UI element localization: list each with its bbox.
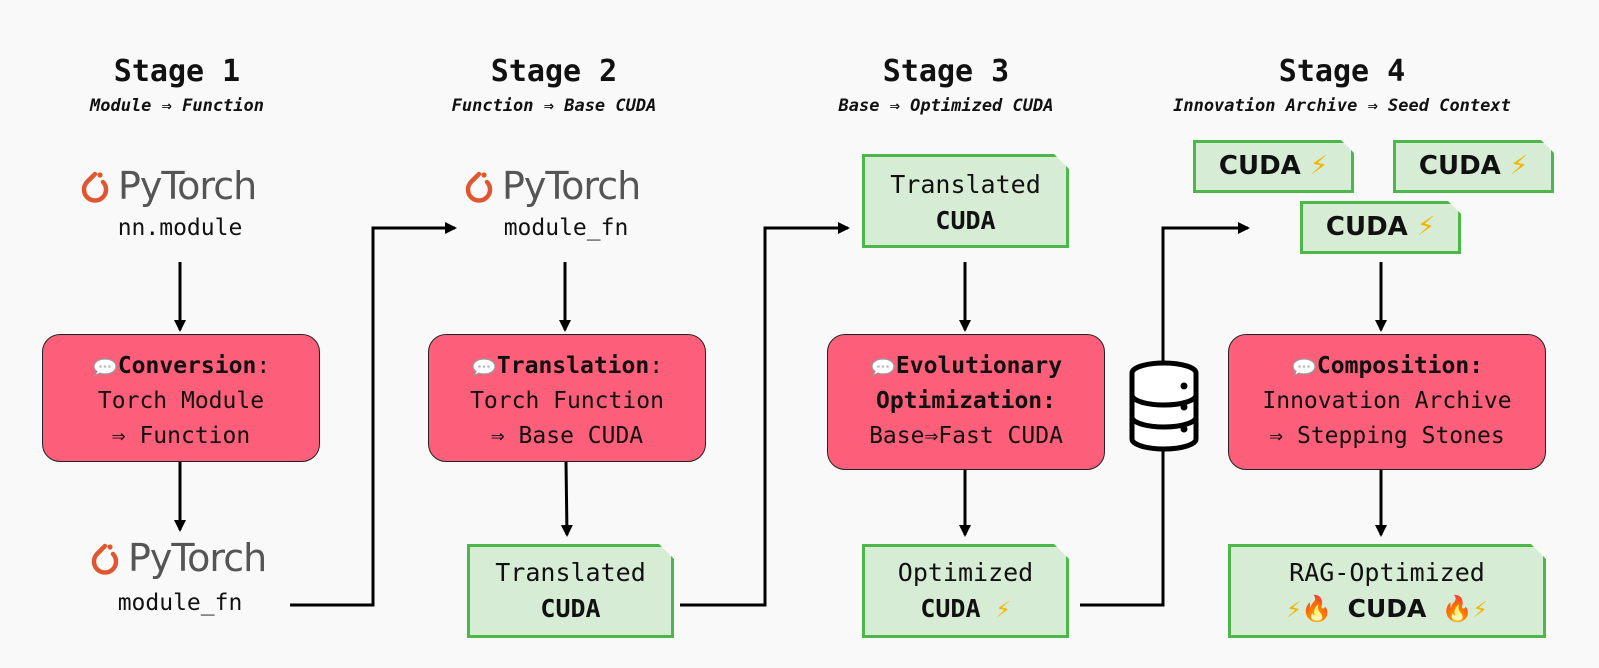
conversion-process-box: Conversion: Torch Module ⇒ Function <box>42 334 320 462</box>
fire-icon: 🔥 <box>1441 594 1473 623</box>
pytorch-logo-s1-output: PyTorch <box>88 536 267 580</box>
conversion-line-3: ⇒ Function <box>111 423 251 449</box>
evolution-title-1: Evolutionary <box>895 353 1063 379</box>
translation-process-box: Translation: Torch Function ⇒ Base CUDA <box>428 334 706 462</box>
pytorch-wordmark: PyTorch <box>118 164 257 208</box>
arrow-stage2-to-stage3 <box>680 222 850 607</box>
pytorch-logo-icon <box>91 543 119 575</box>
composition-line-2: Innovation Archive <box>1262 388 1512 414</box>
stage-4-title: Stage 4 <box>1278 54 1406 89</box>
composition-line-3: ⇒ Stepping Stones <box>1269 423 1505 449</box>
bolt-icon: ⚡ <box>1509 151 1529 181</box>
bolt-icon: ⚡ <box>1309 151 1329 181</box>
pytorch-logo-icon <box>81 171 109 203</box>
s2-input-code: module_fn <box>503 215 629 241</box>
arrow-s2-translation-to-output <box>560 461 573 537</box>
composition-title: Composition: <box>1316 353 1484 379</box>
arrow-stage1-to-stage2 <box>290 222 457 607</box>
bolt-icon: ⚡ <box>1472 594 1488 623</box>
s2-output-artifact: Translated CUDA <box>467 544 674 638</box>
speech-bubble-icon <box>1292 357 1316 377</box>
s4-output-line-1: RAG-Optimized <box>1289 558 1485 587</box>
s1-output-code: module_fn <box>117 590 243 616</box>
s2-output-line-1: Translated <box>495 558 646 587</box>
pytorch-logo-s1-input: PyTorch <box>78 164 257 208</box>
stage-1-subtitle: Module ⇒ Function <box>90 96 264 116</box>
s3-output-line-2: CUDA ⚡ <box>920 594 1011 623</box>
s3-input-line-2: CUDA <box>935 206 996 235</box>
stage-1-title: Stage 1 <box>113 54 241 89</box>
speech-bubble-icon <box>871 357 895 377</box>
s1-input-code: nn.module <box>117 215 243 241</box>
cuda-chip-1: CUDA ⚡ <box>1193 140 1354 193</box>
pytorch-logo-icon <box>465 171 493 203</box>
fire-icon: 🔥 <box>1301 594 1333 623</box>
translation-line-2: Torch Function <box>470 388 664 414</box>
evolution-title-2: Optimization: <box>875 388 1056 414</box>
database-icon <box>1129 360 1199 452</box>
conversion-colon: : <box>256 353 271 379</box>
evolution-line-3: Base⇒Fast CUDA <box>869 423 1063 449</box>
conversion-line-2: Torch Module <box>97 388 265 414</box>
s2-output-line-2: CUDA <box>540 594 601 623</box>
speech-bubble-icon <box>93 357 117 377</box>
speech-bubble-icon <box>472 357 496 377</box>
s4-output-artifact: RAG-Optimized ⚡🔥 CUDA 🔥⚡ <box>1228 544 1546 638</box>
stage-3-title: Stage 3 <box>882 54 1010 89</box>
s3-output-line-1: Optimized <box>897 558 1034 587</box>
translation-line-3: ⇒ Base CUDA <box>490 423 644 449</box>
conversion-title: Conversion <box>117 353 257 379</box>
stage-2-title: Stage 2 <box>490 54 618 89</box>
s4-output-line-2: ⚡🔥 CUDA 🔥⚡ <box>1286 594 1488 623</box>
stage-2-subtitle: Function ⇒ Base CUDA <box>451 96 657 116</box>
pytorch-wordmark: PyTorch <box>502 164 641 208</box>
s3-input-line-1: Translated <box>890 170 1041 199</box>
translation-colon: : <box>649 353 664 379</box>
stage-3-subtitle: Base ⇒ Optimized CUDA <box>838 96 1054 116</box>
pytorch-wordmark: PyTorch <box>128 536 267 580</box>
pytorch-logo-s2-input: PyTorch <box>462 164 641 208</box>
cuda-chip-2: CUDA ⚡ <box>1393 140 1554 193</box>
s3-output-artifact: Optimized CUDA ⚡ <box>862 544 1069 638</box>
translation-title: Translation <box>496 353 650 379</box>
bolt-icon: ⚡ <box>1416 212 1436 242</box>
evolutionary-optimization-box: Evolutionary Optimization: Base⇒Fast CUD… <box>827 334 1105 470</box>
bolt-icon: ⚡ <box>1286 594 1302 623</box>
cuda-chip-3: CUDA ⚡ <box>1300 201 1461 254</box>
stage-4-subtitle: Innovation Archive ⇒ Seed Context <box>1173 96 1511 116</box>
composition-process-box: Composition: Innovation Archive ⇒ Steppi… <box>1228 334 1546 470</box>
bolt-icon: ⚡ <box>995 594 1011 623</box>
s3-input-artifact: Translated CUDA <box>862 154 1069 248</box>
